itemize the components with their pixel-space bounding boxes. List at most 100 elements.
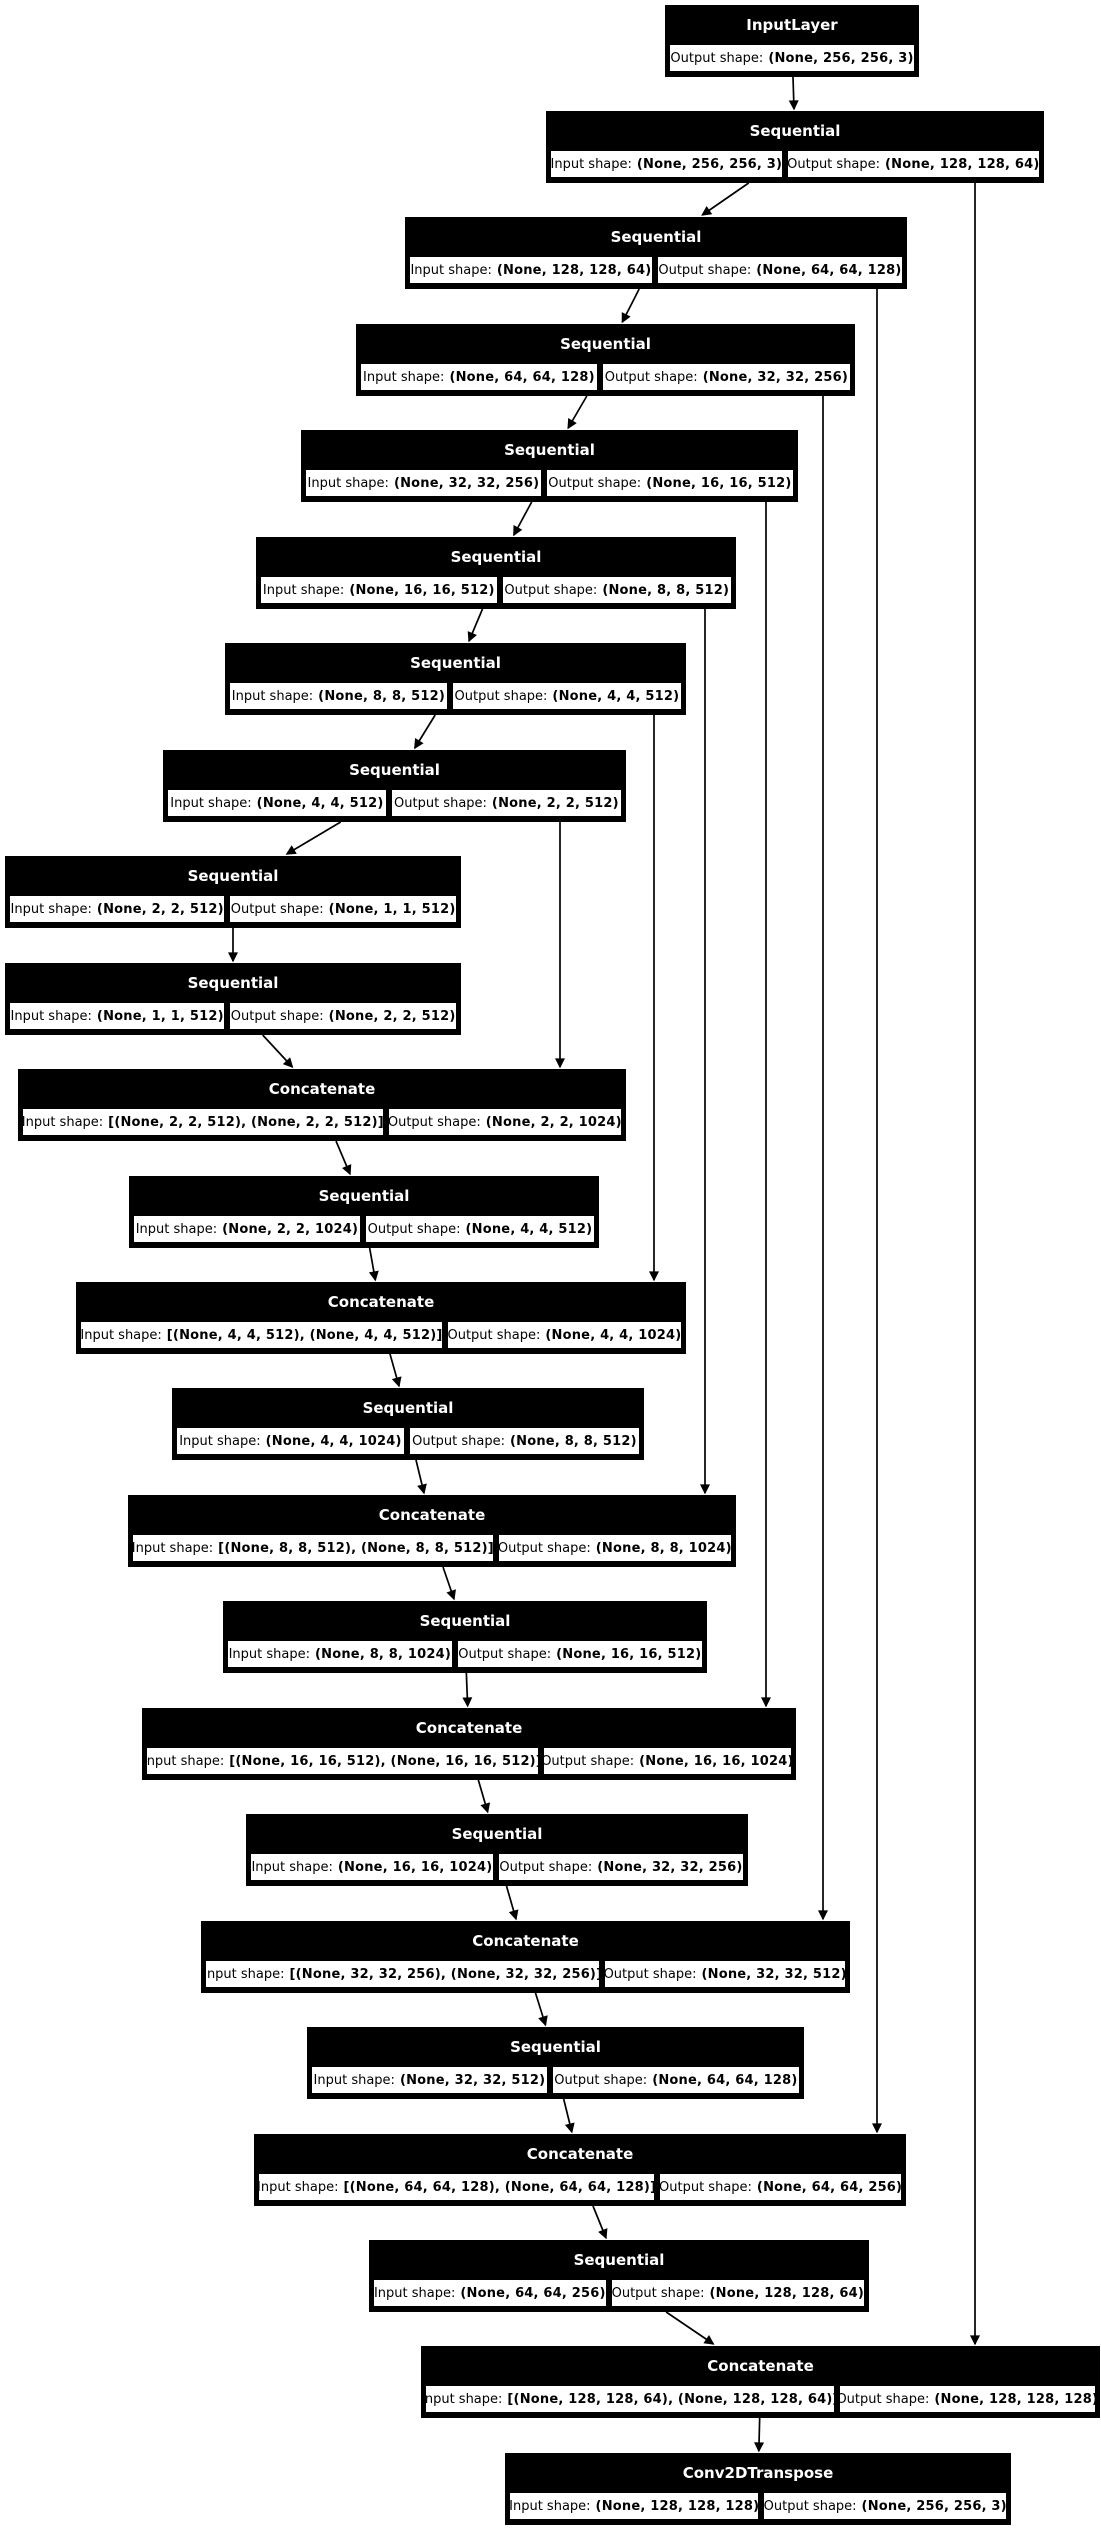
output-shape-value: (None, 32, 32, 256) [597,1859,743,1875]
input-shape-value: [(None, 8, 8, 512), (None, 8, 8, 512)] [218,1540,494,1556]
output-shape-value: (None, 128, 128, 64) [885,156,1040,172]
input-shape-label: Input shape: [509,2498,591,2514]
output-shape-label: Output shape: [497,1540,591,1556]
output-shape-cell: Output shape:(None, 256, 256, 3) [763,2492,1007,2520]
output-shape-value: (None, 4, 4, 1024) [545,1327,682,1343]
node-body: Input shape:[(None, 64, 64, 128), (None,… [256,2173,904,2204]
output-shape-label: Output shape: [504,582,598,598]
edge-main-s12-c4 [462,1672,473,1708]
input-shape-cell: Input shape:[(None, 128, 128, 64), (None… [425,2385,835,2413]
node-body: Input shape:[(None, 16, 16, 512), (None,… [144,1747,794,1778]
input-shape-label: Input shape: [231,688,314,704]
output-shape-value: (None, 64, 64, 128) [652,2072,798,2088]
output-shape-cell: Output shape:(None, 64, 64, 128) [551,2066,800,2094]
output-shape-cell: Output shape:(None, 2, 2, 1024) [387,1108,622,1136]
output-shape-value: (None, 64, 64, 128) [756,262,902,278]
output-shape-cell: Output shape:(None, 4, 4, 1024) [446,1321,682,1349]
input-shape-cell: Input shape:(None, 256, 256, 3) [550,150,783,178]
input-shape-label: Input shape: [132,1540,214,1556]
output-shape-value: (None, 1, 1, 512) [328,901,456,917]
input-shape-label: Input shape: [22,1114,104,1130]
output-shape-value: (None, 16, 16, 512) [646,475,792,491]
edge-main-s6-s7 [414,714,436,750]
output-shape-cell: Output shape:(None, 32, 32, 256) [497,1853,744,1881]
output-shape-label: Output shape: [447,1327,541,1343]
output-shape-value: (None, 4, 4, 512) [552,688,680,704]
output-shape-value: (None, 8, 8, 512) [510,1433,637,1449]
input-shape-label: Input shape: [410,262,492,278]
node-sequential-s9: Sequential Input shape:(None, 1, 1, 512)… [5,963,461,1035]
node-body: Input shape:(None, 4, 4, 1024)Output sha… [174,1427,642,1458]
input-shape-cell: Input shape:[(None, 4, 4, 512), (None, 4… [80,1321,443,1349]
output-shape-cell: Output shape:(None, 4, 4, 512) [451,682,682,710]
input-shape-value: [(None, 64, 64, 128), (None, 64, 64, 128… [343,2179,656,2195]
node-concatenate-c3: Concatenate Input shape:[(None, 8, 8, 51… [128,1495,736,1567]
input-shape-label: Input shape: [228,1646,310,1662]
input-shape-cell: Input shape:(None, 32, 32, 256) [305,469,542,497]
input-shape-cell: Input shape:(None, 128, 128, 64) [409,256,653,284]
output-shape-cell: Output shape:(None, 256, 256, 3) [669,44,915,72]
node-sequential-s3: Sequential Input shape:(None, 64, 64, 12… [356,324,855,396]
edge-main-c1-s10 [335,1140,352,1176]
node-title: Concatenate [472,1932,579,1950]
node-title: Concatenate [526,2145,634,2163]
edge-main-s15-c7 [665,2311,715,2345]
node-body: Input shape:(None, 32, 32, 512)Output sh… [309,2066,802,2097]
output-shape-label: Output shape: [394,795,487,811]
node-title: Concatenate [327,1293,435,1311]
input-shape-cell: Input shape:(None, 64, 64, 256) [373,2279,607,2307]
output-shape-label: Output shape: [604,1966,697,1982]
input-shape-label: Input shape: [135,1221,218,1237]
edge-main-c6-s15 [592,2205,608,2240]
edge-main-s2-s3 [621,288,640,324]
output-shape-label: Output shape: [454,688,548,704]
node-title: Sequential [187,974,279,992]
input-shape-cell: Input shape:(None, 2, 2, 512) [9,895,226,923]
node-concatenate-c2: Concatenate Input shape:[(None, 4, 4, 51… [76,1282,686,1354]
output-shape-cell: Output shape:(None, 1, 1, 512) [229,895,457,923]
output-shape-label: Output shape: [499,1859,593,1875]
input-shape-value: (None, 16, 16, 1024) [337,1859,493,1875]
node-body: Input shape:[(None, 4, 4, 512), (None, 4… [78,1321,684,1352]
input-shape-value: (None, 256, 256, 3) [636,156,783,172]
node-body: Input shape:(None, 2, 2, 1024)Output sha… [131,1215,597,1246]
input-shape-cell: Input shape: (None, 8, 8, 1024) [227,1640,453,1668]
output-shape-label: Output shape: [554,2072,648,2088]
input-shape-value: (None, 4, 4, 512) [256,795,384,811]
input-shape-cell: Input shape:(None, 16, 16, 1024) [250,1853,494,1881]
input-shape-value: (None, 128, 128, 64) [496,262,652,278]
node-conv2dtranspose-convT: Conv2DTranspose Input shape:(None, 128, … [505,2453,1011,2525]
node-body: Input shape:[(None, 32, 32, 256), (None,… [203,1960,848,1991]
output-shape-cell: Output shape:(None, 16, 16, 512) [456,1640,703,1668]
node-title: InputLayer [746,16,838,34]
node-body: Input shape:(None, 64, 64, 128)Output sh… [358,363,853,394]
node-body: Input shape:(None, 8, 8, 512)Output shap… [227,682,684,713]
input-shape-value: (None, 32, 32, 512) [399,2072,546,2088]
input-shape-label: Input shape: [10,901,92,917]
node-body: Input shape:(None, 32, 32, 256)Output sh… [303,469,796,500]
edge-main-c7-convT [754,2417,765,2453]
node-sequential-s1: Sequential Input shape:(None, 256, 256, … [546,111,1044,183]
input-shape-cell: Input shape:[(None, 8, 8, 512), (None, 8… [132,1534,494,1562]
edge-main-s3-s4 [567,395,588,430]
input-shape-value: (None, 8, 8, 1024) [315,1646,452,1662]
node-title: Concatenate [707,2357,814,2375]
node-body: Input shape:(None, 4, 4, 512) Output shap… [165,789,624,820]
edge-main-c3-s12 [442,1566,456,1601]
node-body: Input shape:(None, 1, 1, 512)Output shap… [7,1002,459,1033]
input-shape-value: (None, 32, 32, 256) [393,475,540,491]
node-body: Input shape:(None, 2, 2, 512)Output shap… [7,895,459,926]
output-shape-cell: Output shape:(None, 2, 2, 512) [229,1002,457,1030]
output-shape-label: Output shape: [658,262,752,278]
edge-main-s14-c6 [562,2098,575,2134]
output-shape-label: Output shape: [230,901,324,917]
output-shape-value: (None, 2, 2, 512) [328,1008,456,1024]
input-shape-label: Input shape: [262,582,345,598]
node-body: Input shape:(None, 256, 256, 3)Output sh… [548,150,1042,181]
node-inputlayer-input: InputLayer Output shape:(None, 256, 256,… [665,5,919,77]
input-shape-label: Input shape: [170,795,252,811]
node-title: Conv2DTranspose [682,2464,834,2482]
output-shape-label: Output shape: [387,1114,481,1130]
node-title: Sequential [610,228,702,246]
